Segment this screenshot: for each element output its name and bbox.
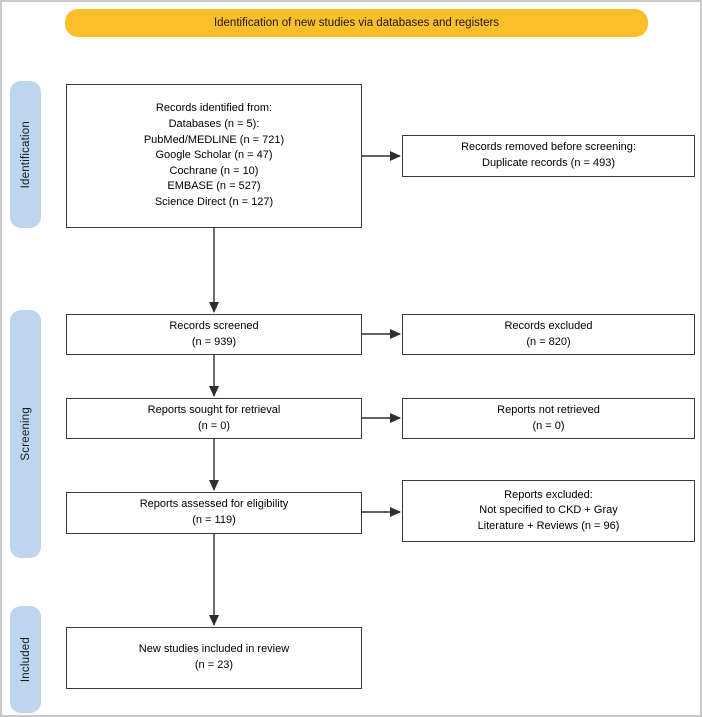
box-records-removed-text: Records removed before screening: Duplic…: [461, 141, 636, 169]
box-reports-not-retrieved: Reports not retrieved (n = 0): [402, 398, 695, 439]
box-reports-excluded: Reports excluded: Not specified to CKD +…: [402, 480, 695, 542]
stage-identification-label: Identification: [19, 120, 32, 189]
box-records-excluded: Records excluded (n = 820): [402, 314, 695, 355]
banner: Identification of new studies via databa…: [65, 9, 648, 37]
box-reports-sought-text: Reports sought for retrieval (n = 0): [147, 403, 281, 432]
banner-label: Identification of new studies via databa…: [213, 17, 500, 29]
box-records-identified-text: Records identified from: Databases (n = …: [143, 102, 285, 209]
box-reports-sought: Reports sought for retrieval (n = 0): [66, 398, 362, 439]
box-reports-assessed-text: Reports assessed for eligibility (n = 11…: [139, 498, 289, 526]
stage-screening: Screening: [10, 310, 41, 558]
box-new-studies: New studies included in review (n = 23): [66, 627, 362, 689]
box-records-excluded-text: Records excluded (n = 820): [504, 319, 593, 348]
box-records-screened-text: Records screened (n = 939): [169, 319, 259, 348]
stage-identification: Identification: [10, 81, 41, 228]
box-reports-assessed: Reports assessed for eligibility (n = 11…: [66, 492, 362, 534]
box-records-removed: Records removed before screening: Duplic…: [402, 135, 695, 177]
box-reports-excluded-text: Reports excluded: Not specified to CKD +…: [477, 488, 620, 532]
box-reports-not-retrieved-text: Reports not retrieved (n = 0): [497, 403, 600, 432]
stage-included-label: Included: [19, 636, 32, 683]
stage-screening-label: Screening: [19, 407, 32, 461]
box-records-screened: Records screened (n = 939): [66, 314, 362, 355]
box-records-identified: Records identified from: Databases (n = …: [66, 84, 362, 228]
stage-included: Included: [10, 606, 41, 713]
box-new-studies-text: New studies included in review (n = 23): [138, 643, 290, 671]
